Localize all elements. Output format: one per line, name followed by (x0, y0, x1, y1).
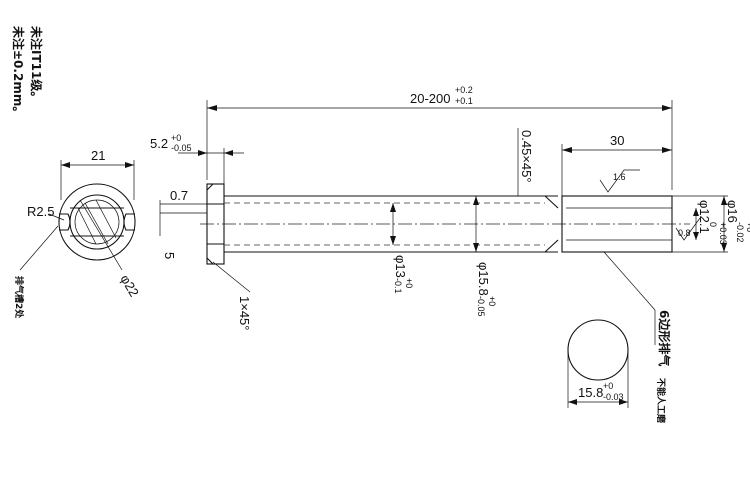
general-notes: 未注IT11级。 未注±0.2mm。 (11, 25, 44, 118)
dia13-tol-upper: +0 (404, 278, 414, 288)
pin-step-taper-bottom (544, 239, 559, 253)
dia158-dim: φ15.8 (476, 262, 491, 296)
pin-head-chamfer-bottom (206, 257, 214, 265)
dia158-arrow-top (473, 196, 479, 205)
end-view-outer-circle (58, 183, 136, 261)
end-view-width-arrow-left (61, 162, 70, 168)
head-arrow-left (198, 150, 207, 156)
head-dim: 5.2 (150, 136, 168, 151)
dia16-tol-lower: -0.02 (735, 222, 745, 243)
head-chamfer-leader (212, 261, 251, 293)
section-dia-dim: 15.8 (578, 385, 603, 400)
end-view-dia-dim: φ22 (117, 272, 141, 299)
section-circle (567, 319, 629, 381)
head-tol-lower: -0.05 (171, 143, 192, 153)
dia13-dim: φ13 (393, 255, 408, 278)
section-tol-lower: -0.03 (603, 392, 624, 402)
section-tol-upper: +0 (603, 381, 613, 391)
pin-head-chamfer-top (206, 183, 214, 191)
head-arrow-right (224, 150, 233, 156)
dia12-dim: φ12.1 (697, 200, 712, 234)
overall-tol-upper: +0.2 (455, 85, 473, 95)
end-view-width-dim: 21 (91, 148, 105, 163)
dia158-tol-lower: -0.05 (476, 296, 486, 317)
dia16-dim: φ16 (725, 200, 740, 223)
dia12-tol-upper: +0.03 (718, 222, 728, 245)
dia16-tol-upper: +0 (745, 222, 750, 232)
dia13-tol-lower: -0.1 (393, 278, 403, 294)
dia16-arrow-bottom (721, 243, 727, 252)
end-view-bore-circle (74, 199, 120, 245)
dia12-tol-lower: 0 (708, 222, 718, 227)
manual-note: 不能人工磨 (655, 378, 667, 424)
end-view-hatch-3 (95, 199, 117, 239)
end-view-hatch-1 (84, 202, 109, 245)
note-line-1: 未注IT11级。 (29, 25, 44, 103)
groove-depth-dim: 5 (162, 252, 177, 259)
tip-arrow-right (662, 147, 672, 153)
overall-arrow-right (662, 105, 672, 111)
section-view: 15.8 +0 -0.03 (567, 319, 629, 408)
tip-arrow-left (562, 147, 572, 153)
end-view-vent-note: 排气槽2处 (13, 276, 25, 319)
pin-tip (561, 195, 673, 253)
roughness-2: 0.8 (678, 228, 691, 238)
roughness-1: 1.6 (613, 172, 626, 182)
overall-tol-lower: +0.1 (455, 96, 473, 106)
section-arrow-right (619, 399, 628, 405)
dia13-arrow-bottom (390, 236, 396, 245)
pin-step-taper-top (544, 195, 559, 209)
tip-chamfer-dim: 0.45×45° (519, 130, 534, 183)
vent-note: 6边形排气 (657, 310, 672, 366)
vent-leader (603, 251, 656, 311)
end-view-width-arrow-right (125, 162, 134, 168)
head-tol-upper: +0 (171, 133, 181, 143)
head-chamfer-dim: 1×45° (237, 296, 252, 330)
dia16-arrow-top (721, 196, 727, 205)
end-view-radius-leader (48, 213, 65, 221)
end-view-radius-dim: R2.5 (27, 204, 54, 219)
dia158-arrow-bottom (473, 243, 479, 252)
overall-arrow-left (207, 105, 217, 111)
note-line-2: 未注±0.2mm。 (11, 25, 26, 118)
end-view-slot-right (123, 213, 135, 231)
dia158-tol-upper: +0 (487, 296, 497, 306)
end-view-inner-circle (69, 194, 125, 250)
dia13-arrow-top (390, 203, 396, 212)
tip-length-dim: 30 (610, 133, 624, 148)
groove-dim: 0.7 (170, 188, 188, 203)
section-arrow-left (568, 399, 577, 405)
dia12-arrow-top (693, 208, 699, 216)
end-view-hatch-2 (77, 207, 97, 245)
end-view-dia-leader (79, 199, 123, 271)
end-view-vent-leader (19, 225, 59, 271)
roughness-symbol-1 (599, 169, 640, 193)
roughness-symbol-2 (675, 217, 701, 241)
dia12-arrow-bottom (693, 232, 699, 240)
end-view-slot-left (59, 213, 71, 231)
side-view: 20-200 +0.2 +0.1 5.2 +0 -0.05 0.7 5 (150, 85, 750, 424)
overall-length-dim: 20-200 (410, 91, 450, 106)
end-view: 21 R2.5 φ22 排气槽2处 (13, 148, 142, 319)
